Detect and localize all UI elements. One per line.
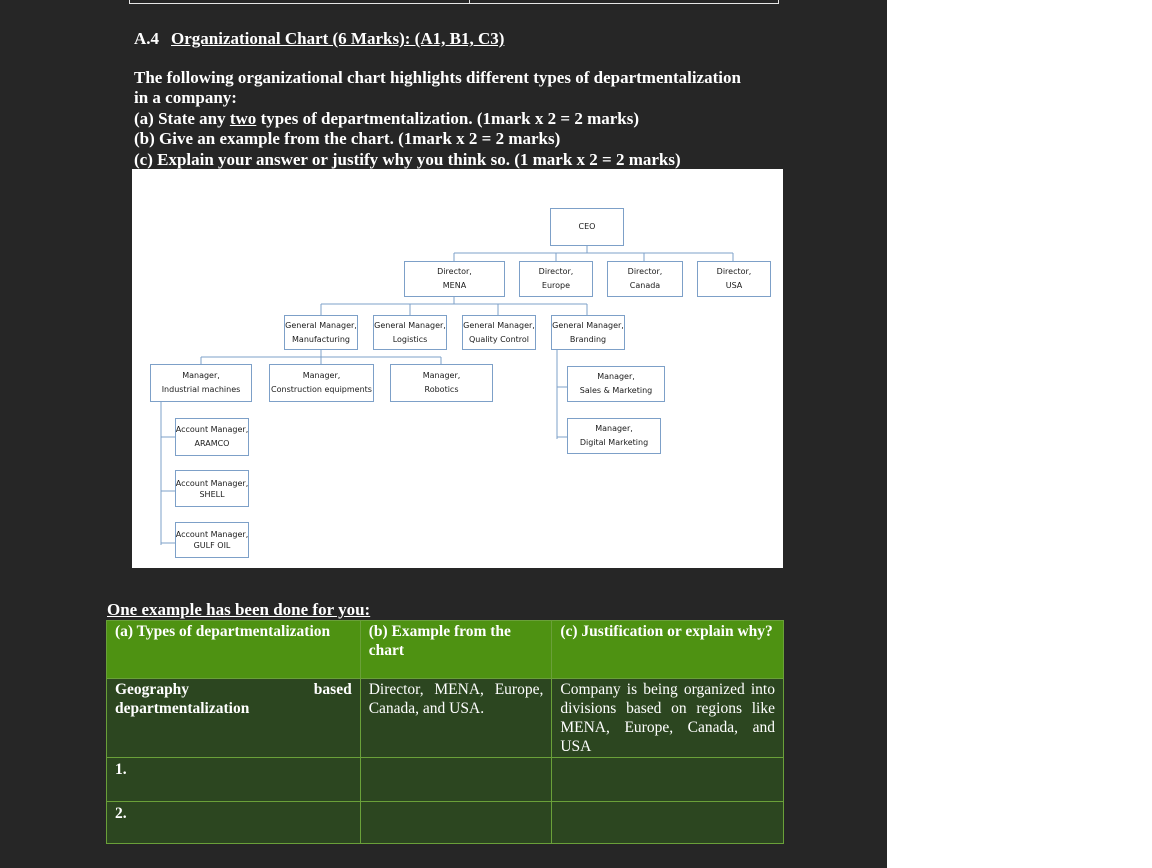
section-title: Organizational Chart (6 Marks): (A1, B1,… [171, 29, 505, 48]
director-usa-box: Director,USA [697, 261, 771, 297]
intro-line-1: The following organizational chart highl… [134, 68, 741, 87]
manager-robotics-box: Manager,Robotics [390, 364, 493, 402]
intro-line-2: in a company: [134, 88, 237, 107]
table-row[interactable]: 1. [106, 757, 784, 802]
section-heading: A.4 Organizational Chart (6 Marks): (A1, … [134, 29, 504, 49]
manager-industrial-machines-box: Manager,Industrial machines [150, 364, 252, 402]
document-page: A.4 Organizational Chart (6 Marks): (A1, … [0, 0, 887, 868]
gm-logistics-box: General Manager,Logistics [373, 315, 447, 350]
answer-row-1-justification[interactable] [551, 757, 784, 802]
account-manager-aramco-box: Account Manager,ARAMCO [175, 418, 249, 456]
gm-quality-control-box: General Manager,Quality Control [462, 315, 536, 350]
manager-construction-equipments-box: Manager,Construction equipments [269, 364, 374, 402]
table-header-row: (a) Types of departmentalization (b) Exa… [106, 620, 784, 679]
question-a: (a) State any two types of departmentali… [134, 109, 640, 128]
example-label: One example has been done for you: [107, 600, 371, 619]
director-canada-box: Director,Canada [607, 261, 683, 297]
answer-row-2-justification[interactable] [551, 801, 784, 844]
gm-branding-box: General Manager,Branding [551, 315, 625, 350]
cell-justification: Company is being organized into division… [551, 678, 784, 758]
example-table: (a) Types of departmentalization (b) Exa… [106, 620, 784, 844]
manager-digital-marketing-box: Manager,Digital Marketing [567, 418, 661, 454]
header-example: (b) Example from the chart [359, 620, 553, 679]
account-manager-shell-box: Account Manager,SHELL [175, 470, 249, 507]
manager-sales-marketing-box: Manager,Sales & Marketing [567, 366, 665, 402]
ceo-box: CEO [550, 208, 624, 246]
answer-row-2-type[interactable]: 2. [106, 801, 361, 844]
answer-row-1-type[interactable]: 1. [106, 757, 361, 802]
section-number: A.4 [134, 29, 160, 48]
answer-row-1-example[interactable] [359, 757, 553, 802]
director-europe-box: Director,Europe [519, 261, 593, 297]
org-chart: CEO Director,MENA Director,Europe Direct… [132, 169, 783, 568]
right-margin [887, 0, 1152, 868]
header-types: (a) Types of departmentalization [106, 620, 361, 679]
answer-row-2-example[interactable] [359, 801, 553, 844]
director-mena-box: Director,MENA [404, 261, 505, 297]
question-c: (c) Explain your answer or justify why y… [134, 150, 681, 169]
table-row[interactable]: 2. [106, 801, 784, 844]
previous-table-bottom [129, 0, 779, 4]
header-justification: (c) Justification or explain why? [551, 620, 784, 679]
question-b: (b) Give an example from the chart. (1ma… [134, 129, 561, 148]
gm-manufacturing-box: General Manager,Manufacturing [284, 315, 358, 350]
account-manager-gulf-oil-box: Account Manager,GULF OIL [175, 522, 249, 558]
cell-example-from-chart: Director, MENA, Europe, Canada, and USA. [359, 678, 553, 758]
org-chart-connectors [160, 246, 734, 545]
